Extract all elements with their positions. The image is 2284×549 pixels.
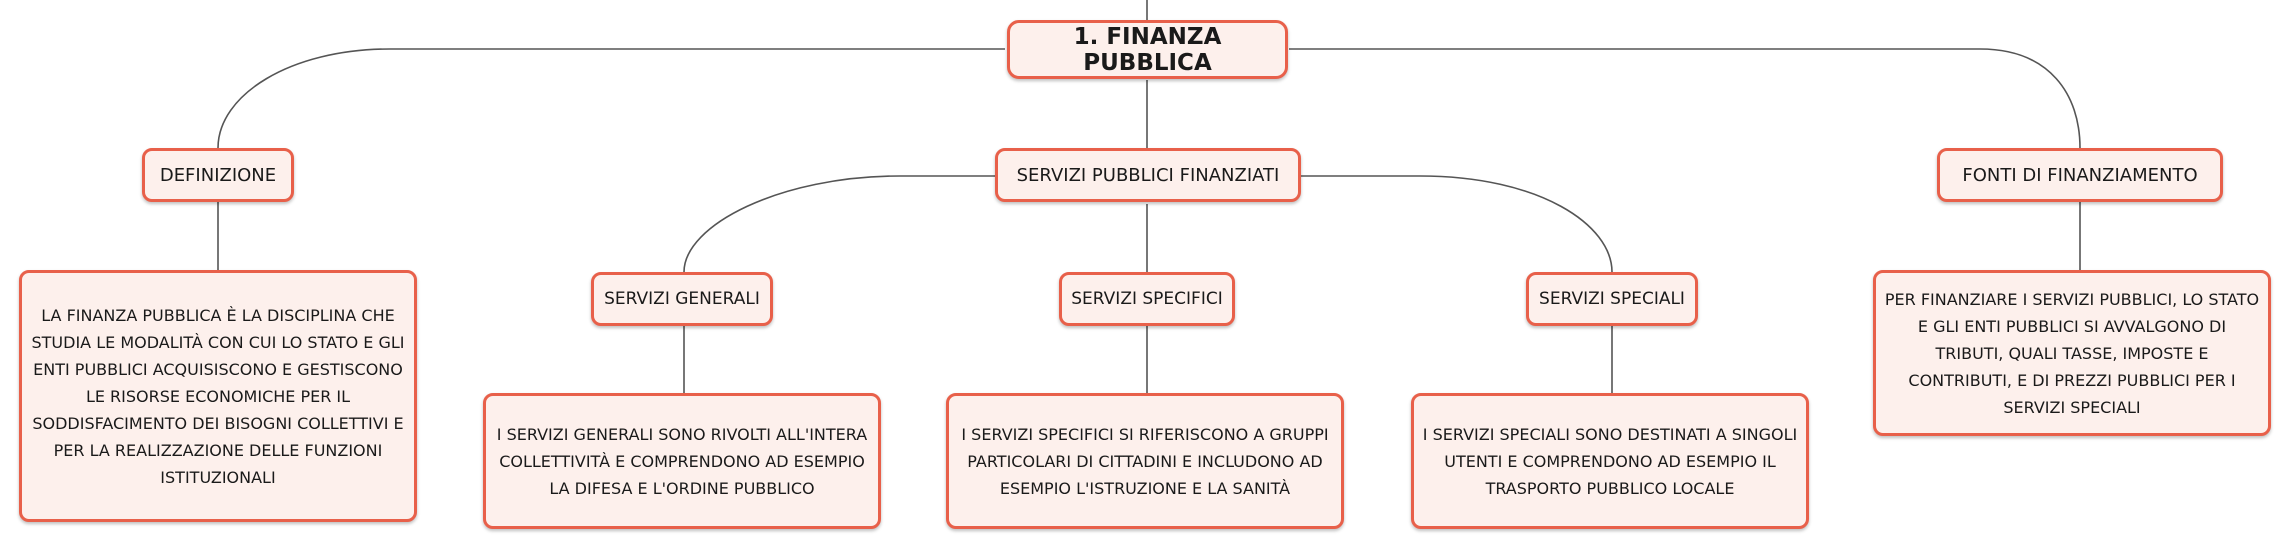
node-servizi-label: SERVIZI PUBBLICI FINANZIATI — [1016, 164, 1280, 186]
connector-servizi-speciali — [1301, 175, 1613, 273]
servizi-speciali-text: I SERVIZI SPECIALI SONO DESTINATI A SING… — [1422, 424, 1798, 498]
leaf-servizi-specifici-text[interactable]: I SERVIZI SPECIFICI SI RIFERISCONO A GRU… — [946, 393, 1344, 529]
node-servizi-speciali-label: SERVIZI SPECIALI — [1539, 289, 1685, 309]
leaf-definizione-text[interactable]: LA FINANZA PUBBLICA È LA DISCIPLINA CHE … — [19, 270, 417, 522]
leaf-servizi-generali-text[interactable]: I SERVIZI GENERALI SONO RIVOLTI ALL'INTE… — [483, 393, 881, 529]
root-node[interactable]: 1. FINANZA PUBBLICA — [1007, 20, 1288, 79]
leaf-servizi-speciali-text[interactable]: I SERVIZI SPECIALI SONO DESTINATI A SING… — [1411, 393, 1809, 529]
connector-servizi-generali — [683, 175, 995, 273]
node-definizione-label: DEFINIZIONE — [159, 164, 277, 186]
fonti-text: PER FINANZIARE I SERVIZI PUBBLICI, LO ST… — [1884, 289, 2260, 417]
node-fonti-di-finanziamento[interactable]: FONTI DI FINANZIAMENTO — [1937, 148, 2223, 202]
node-servizi-speciali[interactable]: SERVIZI SPECIALI — [1526, 272, 1698, 326]
node-definizione[interactable]: DEFINIZIONE — [142, 148, 294, 202]
root-label: 1. FINANZA PUBBLICA — [1073, 23, 1222, 76]
definizione-text: LA FINANZA PUBBLICA È LA DISCIPLINA CHE … — [31, 305, 405, 487]
connector-root-definizione — [217, 48, 1005, 149]
servizi-generali-text: I SERVIZI GENERALI SONO RIVOLTI ALL'INTE… — [496, 424, 868, 498]
node-fonti-label: FONTI DI FINANZIAMENTO — [1962, 164, 2198, 186]
connector-root-fonti — [1289, 48, 2081, 149]
node-servizi-specifici[interactable]: SERVIZI SPECIFICI — [1059, 272, 1235, 326]
node-servizi-pubblici-finanziati[interactable]: SERVIZI PUBBLICI FINANZIATI — [995, 148, 1301, 202]
leaf-fonti-text[interactable]: PER FINANZIARE I SERVIZI PUBBLICI, LO ST… — [1873, 270, 2271, 436]
node-servizi-generali-label: SERVIZI GENERALI — [604, 289, 760, 309]
node-servizi-specifici-label: SERVIZI SPECIFICI — [1071, 289, 1223, 309]
node-servizi-generali[interactable]: SERVIZI GENERALI — [591, 272, 773, 326]
servizi-specifici-text: I SERVIZI SPECIFICI SI RIFERISCONO A GRU… — [961, 424, 1329, 498]
